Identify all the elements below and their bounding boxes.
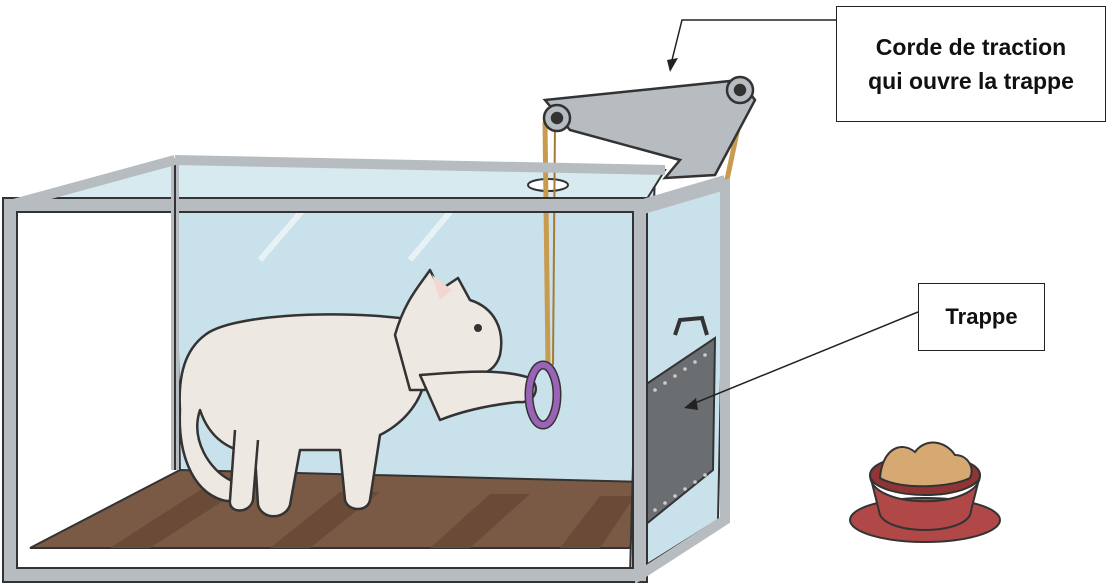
rope-callout-arrow [667, 20, 836, 72]
box-floor [30, 470, 645, 548]
lever-mechanism [544, 77, 755, 178]
rope-label-line-1: Corde de traction [868, 30, 1074, 65]
trap-label: Trappe [918, 283, 1045, 351]
food-bowl [850, 443, 1000, 542]
rope-label: Corde de traction qui ouvre la trappe [836, 6, 1106, 122]
trap-label-text: Trappe [945, 304, 1017, 330]
rope-label-line-2: qui ouvre la trappe [868, 64, 1074, 99]
